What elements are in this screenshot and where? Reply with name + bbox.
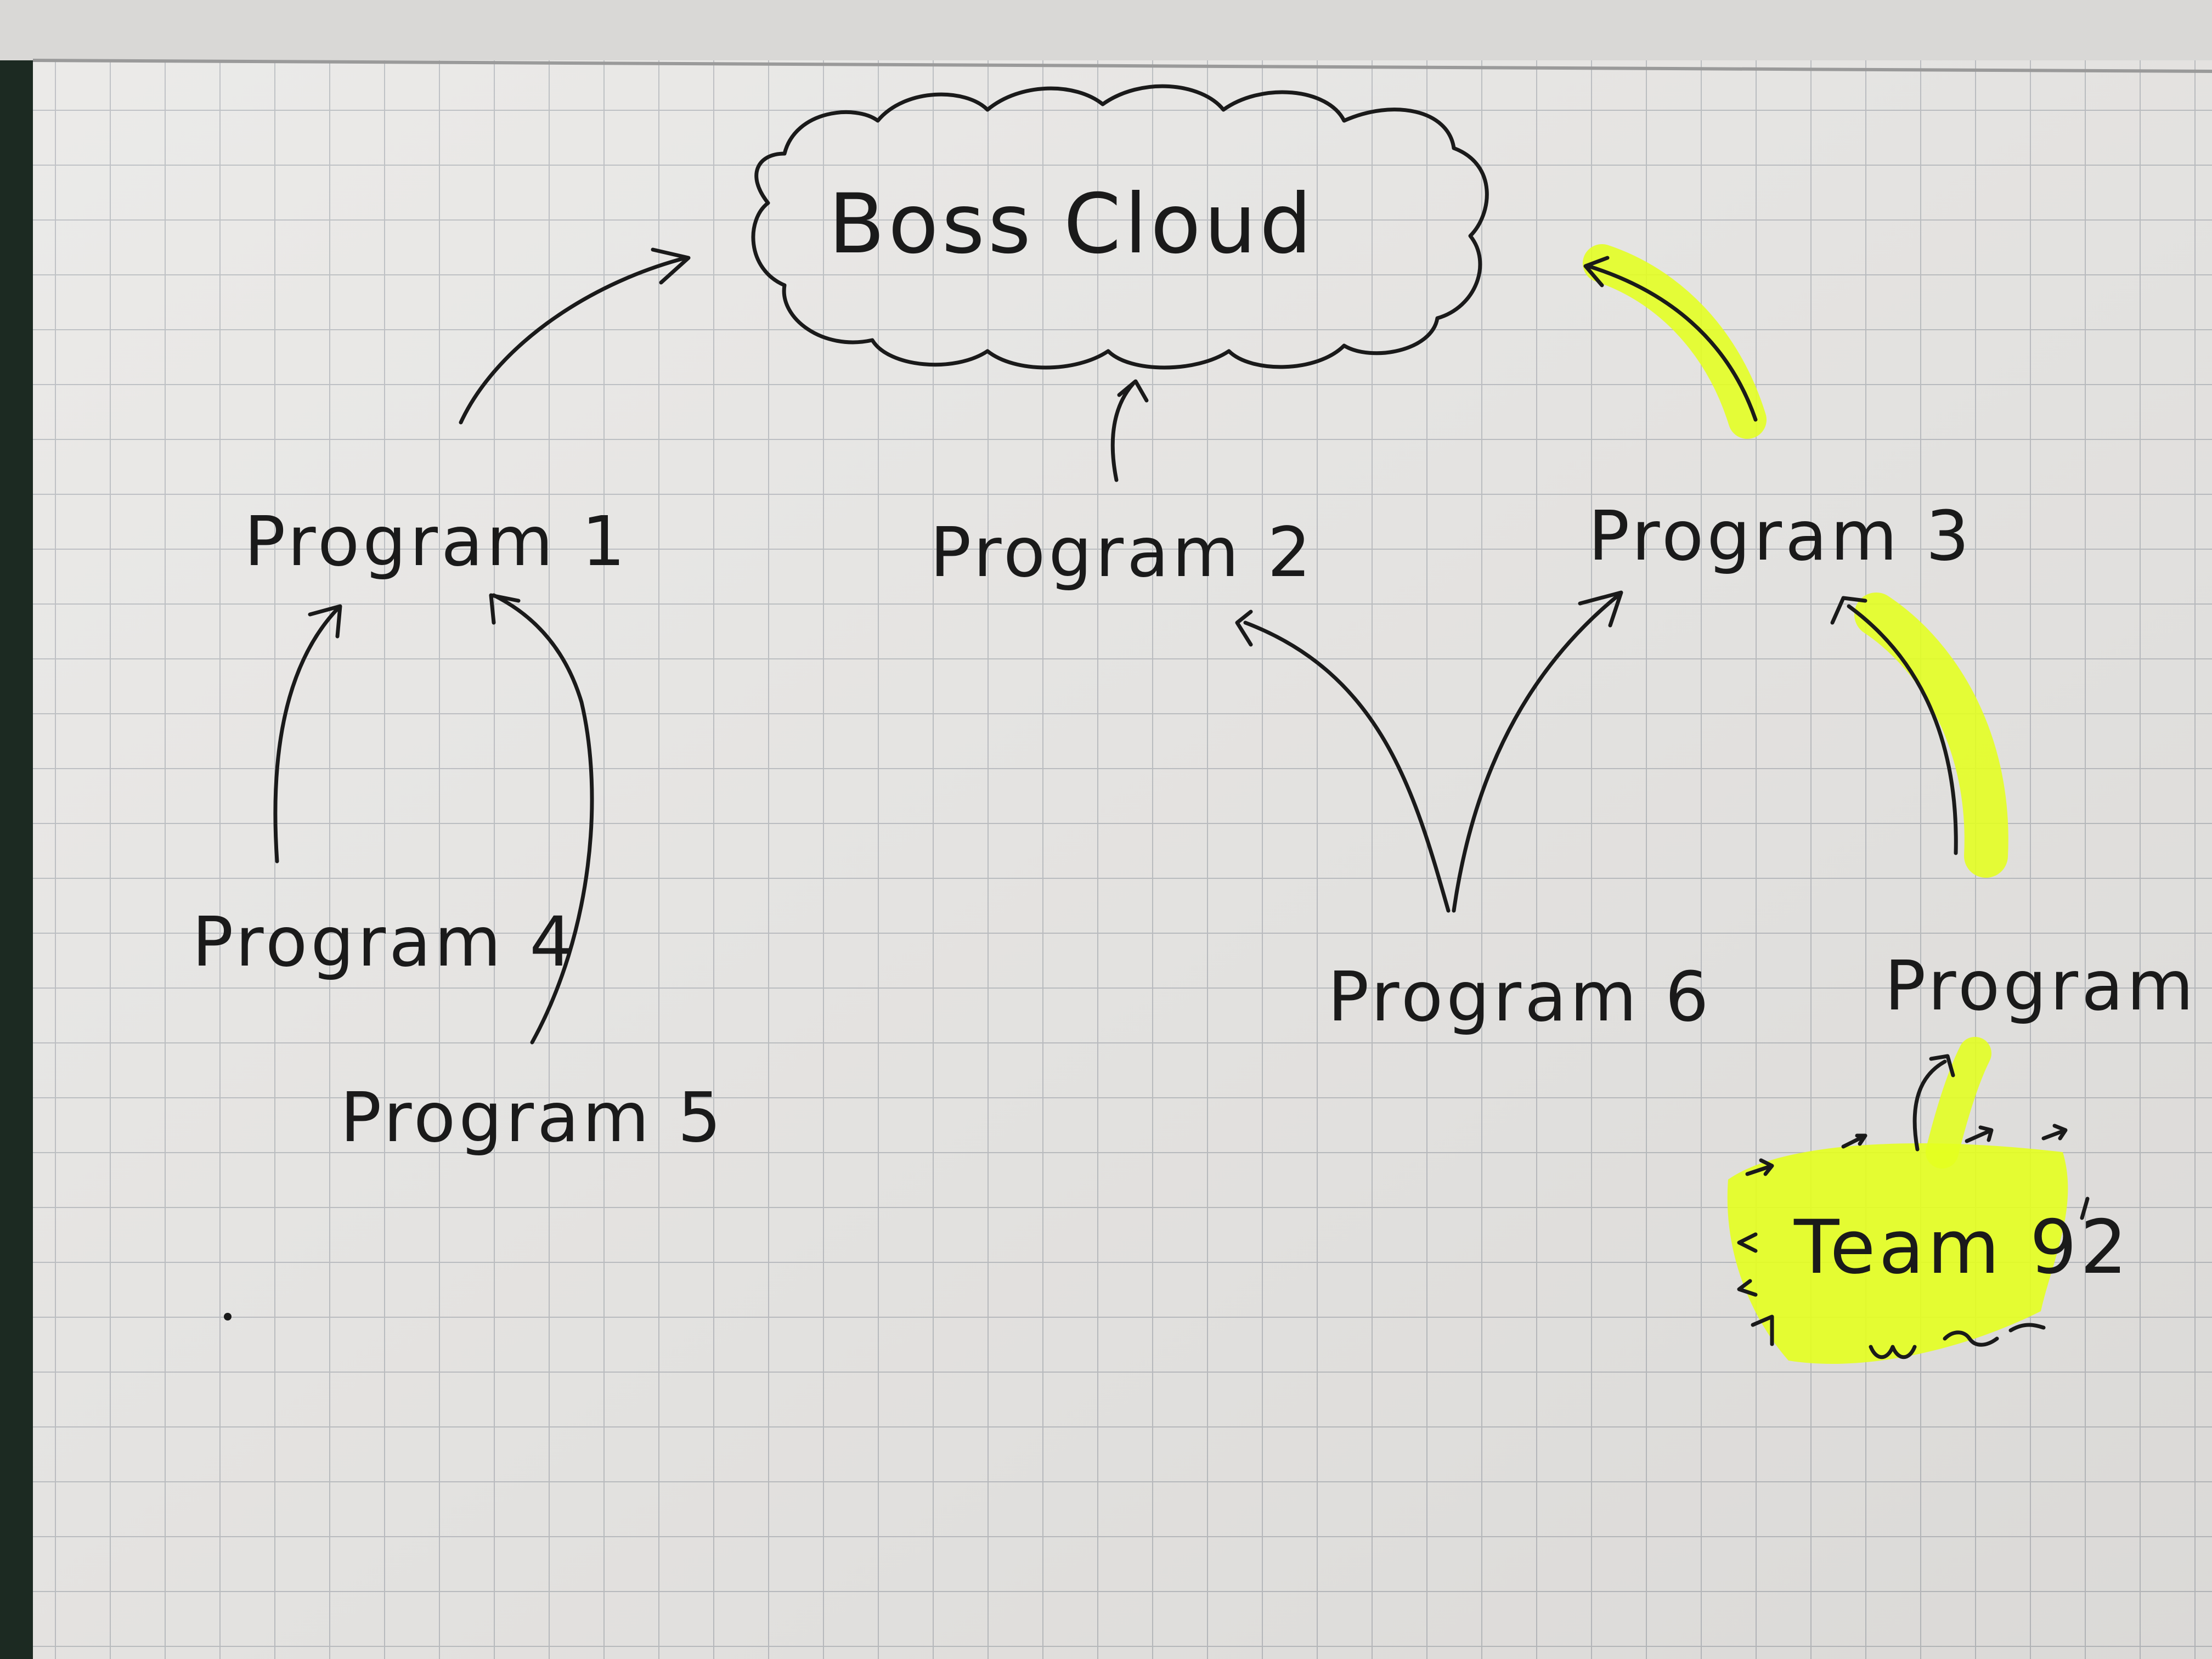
edge-program5-to-program1: [489, 593, 594, 1045]
edge-program2-to-cloud: [1110, 379, 1149, 482]
node-team-92: Team 92: [1793, 1204, 2131, 1290]
node-program-1: Program 1: [244, 502, 629, 582]
highlight-team92-top: [1926, 1037, 1991, 1169]
node-program-3: Program 3: [1588, 496, 1973, 576]
team92-scribble-ticks: [1737, 1124, 2090, 1359]
edge-program1-to-cloud: [459, 247, 691, 425]
node-program-2: Program 2: [930, 513, 1314, 592]
node-program-4: Program 4: [192, 902, 577, 982]
highlighter-marks: [1583, 244, 2068, 1364]
highlight-team92: [1727, 1143, 2068, 1364]
ink-dot: [224, 1313, 232, 1321]
node-program-5: Program 5: [340, 1078, 725, 1158]
node-boss-cloud: Boss Cloud: [751, 84, 1489, 370]
edge-program6-to-program2: [1235, 610, 1451, 913]
arrows: [224, 247, 2090, 1359]
node-program-7: Program 7: [1884, 946, 2212, 1026]
cloud-shape: [751, 84, 1489, 370]
edge-program7-to-program3: [1830, 596, 1958, 855]
edge-program6-to-program3: [1452, 590, 1623, 913]
edge-team92-to-program7: [1912, 1054, 1955, 1152]
node-label: Boss Cloud: [828, 177, 1315, 272]
node-program-6: Program 6: [1328, 957, 1712, 1037]
highlight-program7-to-program3: [1854, 592, 2008, 878]
edge-program4-to-program1: [273, 604, 342, 864]
edge-program3-to-cloud: [1583, 256, 1758, 422]
